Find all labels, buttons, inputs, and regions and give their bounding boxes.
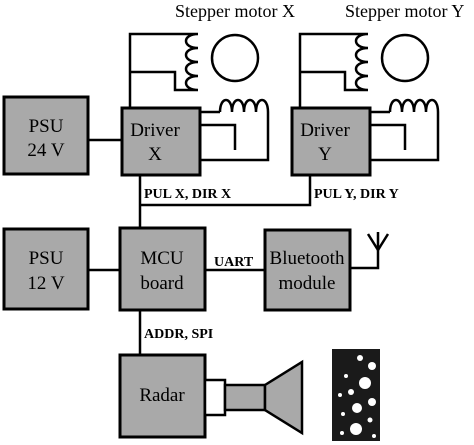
- horn-waveguide: [203, 378, 227, 417]
- porous-target-sample: [332, 349, 380, 441]
- motor-y-horizontal-coil: [388, 98, 440, 113]
- wire-y-top: [298, 32, 356, 108]
- antenna-feed: [350, 232, 380, 270]
- label-addr-spi: ADDR, SPI: [144, 327, 213, 342]
- wire-x-top: [128, 32, 186, 108]
- bluetooth-module-block: Bluetooth module: [263, 228, 352, 312]
- motor-x-rotor: [210, 33, 260, 83]
- mcu-board-block: MCU board: [118, 226, 207, 312]
- wire-y-mid: [300, 70, 356, 92]
- label-pul-x-dir-x: PUL X, DIR X: [144, 187, 231, 202]
- motor-x-horizontal-coil: [218, 98, 270, 113]
- driver-y-block: Driver Y: [290, 106, 372, 177]
- radar-horn-antenna: [203, 359, 304, 436]
- label-pul-y-dir-y: PUL Y, DIR Y: [314, 187, 399, 202]
- label-uart: UART: [214, 255, 254, 270]
- horn-inner-guide: [223, 383, 267, 412]
- horn-flare: [263, 359, 304, 436]
- stepper-motor-x-title: Stepper motor X: [175, 1, 295, 21]
- motor-y-vertical-coil: [354, 32, 369, 92]
- stepper-motor-y-title: Stepper motor Y: [345, 1, 464, 21]
- psu-12v-line2: 12 V: [27, 273, 64, 294]
- motor-x-vertical-coil: [184, 32, 199, 92]
- mcu-line1: MCU: [140, 248, 184, 269]
- mcu-line2: board: [140, 273, 184, 294]
- psu-24v-line2: 24 V: [27, 140, 64, 161]
- driver-x-line2: X: [148, 144, 162, 165]
- motor-y-rotor: [380, 33, 430, 83]
- wire-x-right: [200, 112, 270, 162]
- psu-24v-line1: PSU: [29, 116, 64, 137]
- radar-label: Radar: [139, 385, 185, 406]
- bluetooth-line1: Bluetooth: [270, 248, 345, 269]
- connections: [88, 138, 390, 355]
- psu-24v-block: PSU 24 V: [2, 95, 90, 176]
- driver-x-block: Driver X: [120, 106, 202, 177]
- antenna-icon: [366, 233, 390, 253]
- psu-12v-block: PSU 12 V: [2, 227, 90, 311]
- wire-y-lower: [370, 123, 407, 150]
- radar-block: Radar: [118, 353, 207, 439]
- driver-y-to-mcu: [140, 175, 312, 207]
- wire-y-right: [370, 112, 440, 162]
- driver-x-line1: Driver: [130, 120, 180, 141]
- driver-y-line2: Y: [318, 144, 332, 165]
- driver-y-line1: Driver: [300, 120, 350, 141]
- bluetooth-line2: module: [279, 273, 336, 294]
- psu-12v-line1: PSU: [29, 248, 64, 269]
- wire-x-mid: [130, 70, 186, 92]
- wire-x-lower: [200, 123, 237, 150]
